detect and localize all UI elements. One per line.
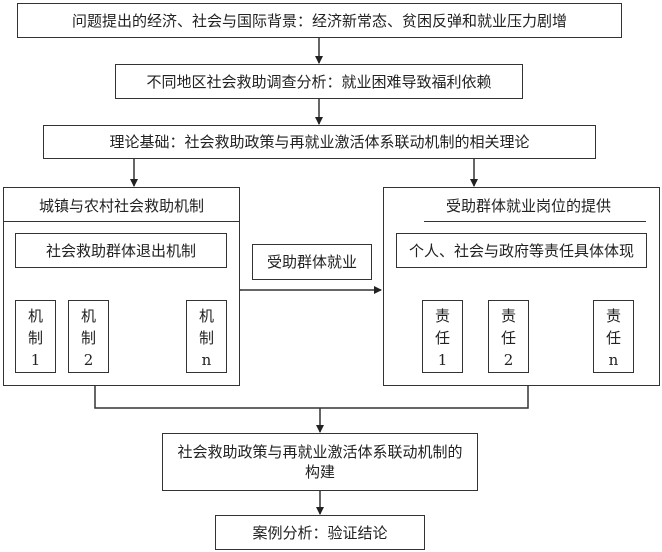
survey-text: 不同地区社会救助调查分析：就业困难导致福利依赖 — [146, 72, 492, 91]
case-analysis-box: 案例分析：验证结论 — [215, 515, 425, 550]
employment-box: 受助群体就业 — [252, 244, 372, 280]
left-group-title: 城镇与农村社会救助机制 — [38, 197, 204, 215]
mechanism-2-char-2: 制 — [80, 328, 96, 347]
responsibility-2-box: 责 任 2 — [488, 300, 529, 373]
responsibility-1-char-2: 任 — [434, 328, 450, 347]
responsibility-n-box: 责 任 n — [593, 300, 634, 373]
theory-text: 理论基础：社会救助政策与再就业激活体系联动机制的相关理论 — [109, 133, 530, 151]
mechanism-2-box: 机 制 2 — [68, 300, 109, 373]
responsibility-n-char-2: 任 — [605, 328, 621, 347]
survey-box: 不同地区社会救助调查分析：就业困难导致福利依赖 — [115, 64, 523, 99]
mechanism-1-char-2: 制 — [27, 328, 43, 347]
employment-text: 受助群体就业 — [266, 253, 357, 271]
construction-text: 社会救助政策与再就业激活体系联动机制的构建 — [177, 443, 463, 481]
mechanism-2-index: 2 — [83, 350, 94, 369]
mechanism-n-char-2: 制 — [198, 328, 214, 347]
exit-mechanism-text: 社会救助群体退出机制 — [45, 241, 196, 260]
responsibility-1-char-1: 责 — [434, 306, 450, 325]
mechanism-1-index: 1 — [30, 350, 41, 369]
connector-merge — [94, 385, 529, 409]
mechanism-1-char-1: 机 — [27, 306, 43, 325]
left-group-divider — [4, 221, 239, 222]
responsibility-2-index: 2 — [503, 350, 514, 369]
mechanism-n-index: n — [201, 350, 212, 369]
construction-box: 社会救助政策与再就业激活体系联动机制的构建 — [162, 433, 478, 491]
responsibility-1-box: 责 任 1 — [422, 300, 463, 373]
right-group-divider — [424, 221, 646, 222]
responsibility-1-index: 1 — [437, 350, 448, 369]
responsibility-n-index: n — [608, 350, 619, 369]
mechanism-1-box: 机 制 1 — [15, 300, 56, 373]
responsibility-2-char-1: 责 — [500, 306, 516, 325]
background-box: 问题提出的经济、社会与国际背景：经济新常态、贫困反弹和就业压力剧增 — [17, 3, 622, 38]
exit-mechanism-box: 社会救助群体退出机制 — [15, 233, 227, 268]
theory-box: 理论基础：社会救助政策与再就业激活体系联动机制的相关理论 — [43, 125, 596, 159]
responsibility-text: 个人、社会与政府等责任具体体现 — [408, 241, 634, 260]
right-group-title: 受助群体就业岗位的提供 — [445, 197, 611, 215]
case-analysis-text: 案例分析：验证结论 — [252, 523, 388, 542]
mechanism-n-box: 机 制 n — [186, 300, 227, 373]
responsibility-n-char-1: 责 — [605, 306, 621, 325]
mechanism-n-char-1: 机 — [198, 306, 214, 325]
responsibility-box: 个人、社会与政府等责任具体体现 — [396, 233, 647, 268]
mechanism-2-char-1: 机 — [80, 306, 96, 325]
responsibility-2-char-2: 任 — [500, 328, 516, 347]
background-text: 问题提出的经济、社会与国际背景：经济新常态、贫困反弹和就业压力剧增 — [71, 11, 567, 30]
